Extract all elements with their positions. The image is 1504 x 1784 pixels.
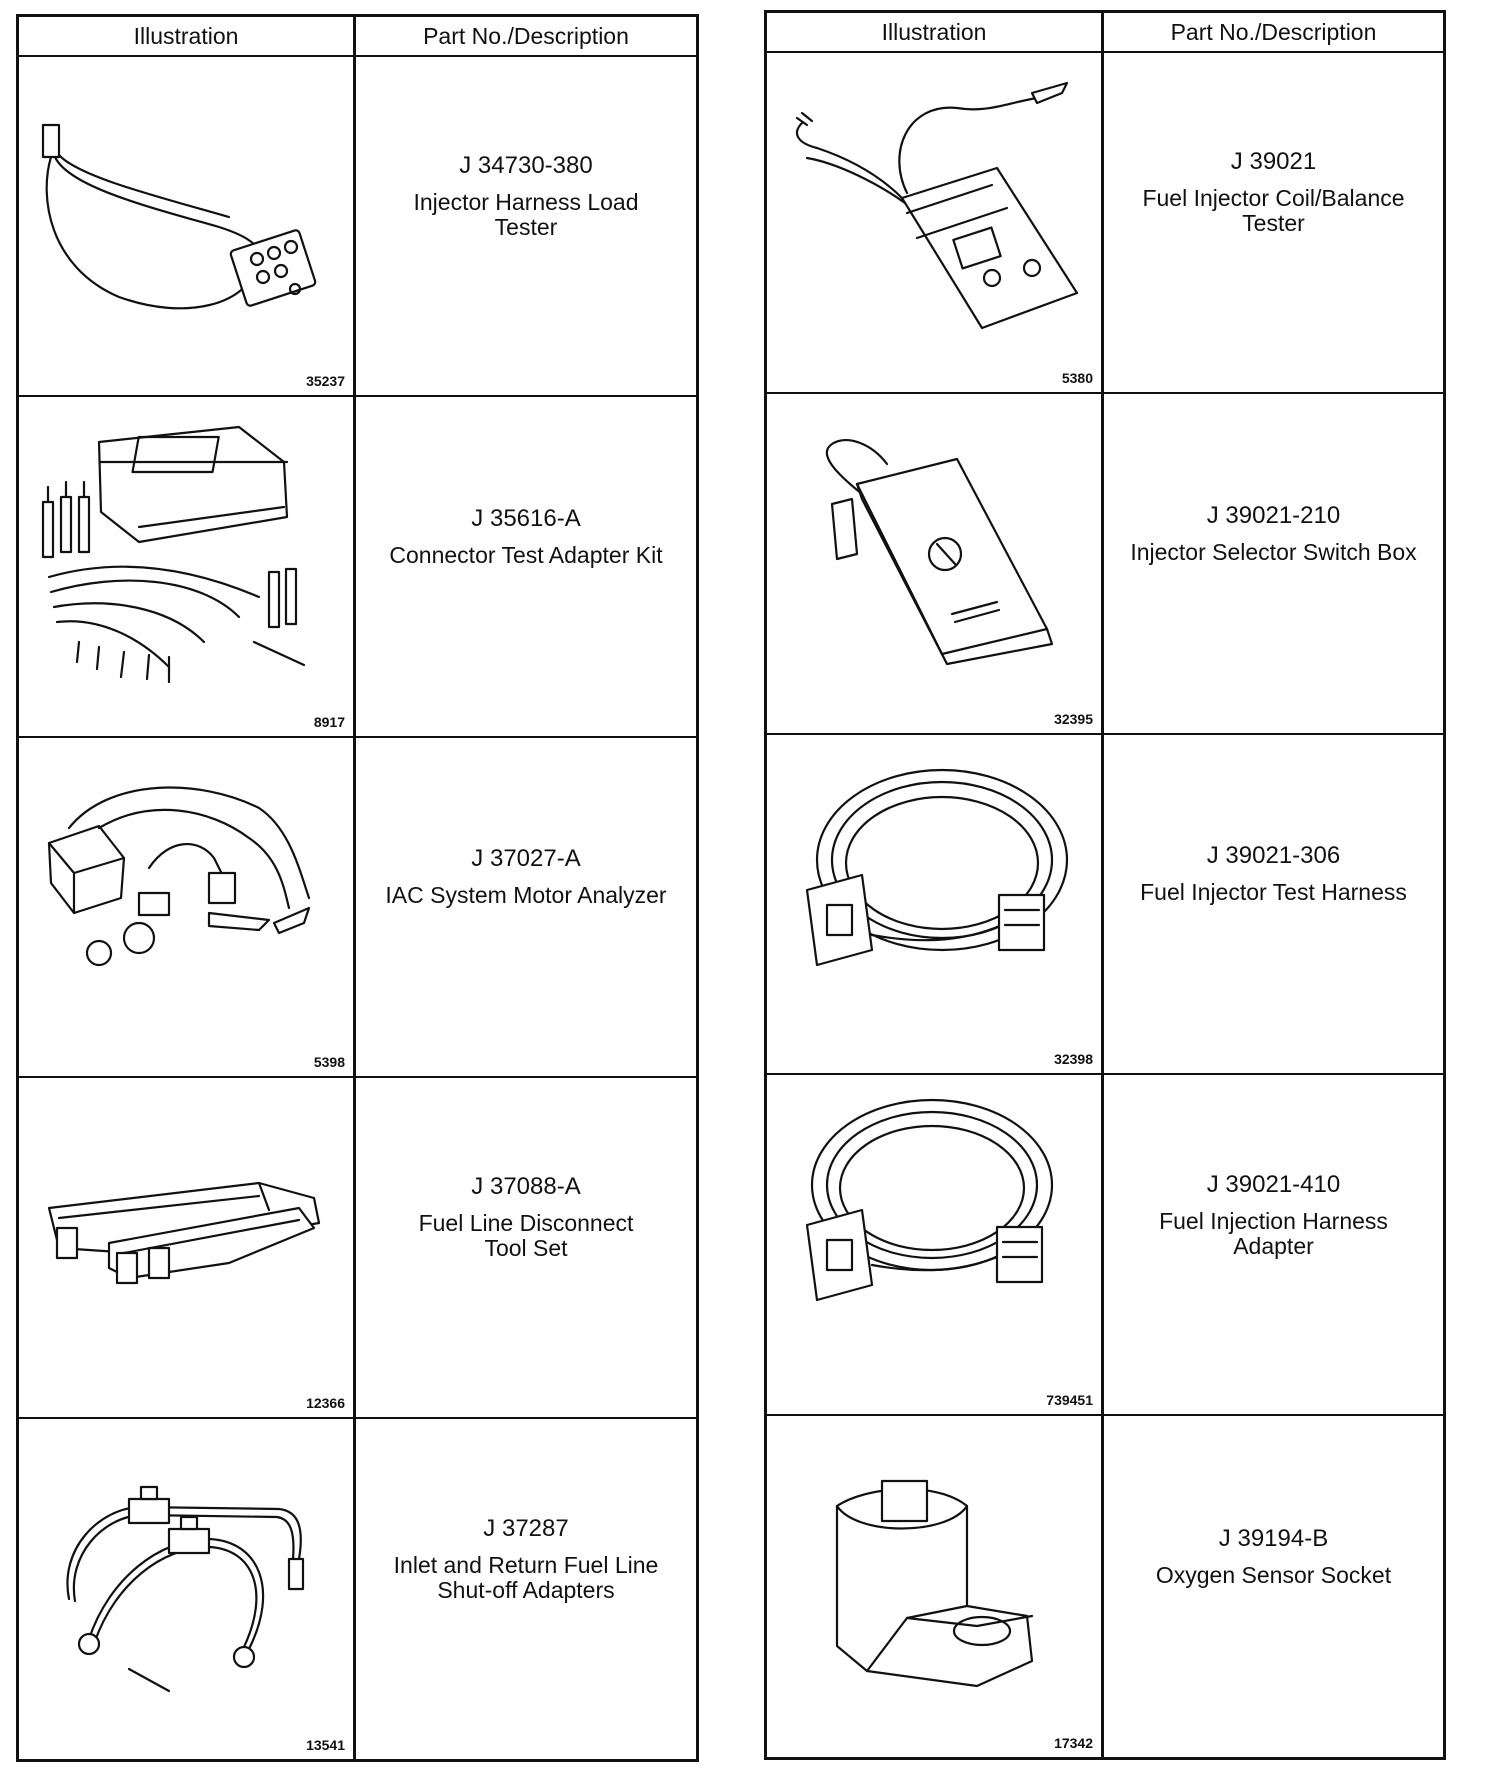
description-cell: J 37027-A IAC System Motor Analyzer: [356, 738, 696, 1079]
part-number: J 35616-A: [471, 505, 581, 533]
part-number: J 34730-380: [459, 152, 593, 180]
adapter-kit-icon: [41, 426, 306, 684]
illustration-cell: 17342: [767, 1416, 1104, 1757]
load-tester-icon: [41, 123, 317, 310]
part-description: Fuel Injector Test Harness: [1140, 879, 1407, 906]
description-cell: J 39021-210 Injector Selector Switch Box: [1104, 394, 1443, 735]
figure-number: 13541: [306, 1736, 345, 1753]
illustration-cell: 32398: [767, 734, 1104, 1076]
part-number: J 39194-B: [1218, 1525, 1329, 1553]
part-description: Fuel Injector Coil/Balance Tester: [1142, 185, 1405, 237]
figure-number: 32398: [1054, 1051, 1093, 1068]
description-cell: J 37088-A Fuel Line Disconnect Tool Set: [356, 1078, 696, 1419]
part-number: J 39021-410: [1206, 1170, 1341, 1198]
part-number: J 39021-210: [1206, 501, 1341, 529]
header-illustration: Illustration: [767, 13, 1104, 53]
part-description: Injector Selector Switch Box: [1130, 538, 1417, 565]
sensor-socket-icon: [835, 1480, 1034, 1688]
header-part-description: Part No./Description: [356, 17, 696, 57]
description-cell: J 37287 Inlet and Return Fuel Line Shut-…: [356, 1419, 696, 1759]
header-part-description: Part No./Description: [1104, 13, 1443, 53]
part-number: J 37287: [483, 1514, 569, 1542]
description-cell: J 39021-410 Fuel Injection Harness Adapt…: [1104, 1075, 1443, 1417]
part-description: IAC System Motor Analyzer: [385, 882, 667, 909]
illustration-cell: 32395: [767, 393, 1104, 735]
figure-number: 8917: [313, 713, 345, 730]
disconnect-tool-icon: [47, 1182, 321, 1285]
illustration-cell: 5398: [19, 737, 356, 1079]
part-description: Injector Harness Load Tester: [413, 189, 639, 241]
illustration-cell: 5380: [767, 53, 1104, 394]
illustration-cell: 35237: [19, 57, 356, 398]
tool-table-left: Illustration Part No./Description 35237 …: [16, 14, 699, 1762]
part-number: J 37027-A: [471, 845, 581, 873]
part-description: Oxygen Sensor Socket: [1155, 1562, 1392, 1589]
figure-number: 12366: [306, 1394, 345, 1411]
illustration-cell: 13541: [19, 1418, 356, 1759]
figure-number: 17342: [1054, 1734, 1093, 1751]
part-description: Fuel Line Disconnect Tool Set: [418, 1210, 634, 1262]
description-cell: J 39194-B Oxygen Sensor Socket: [1104, 1416, 1443, 1757]
figure-number: 5398: [313, 1054, 345, 1071]
motor-analyzer-icon: [47, 786, 311, 966]
balance-tester-icon: [795, 81, 1079, 330]
figure-number: 32395: [1054, 710, 1093, 727]
test-harness-icon: [805, 768, 1069, 966]
description-cell: J 39021 Fuel Injector Coil/Balance Teste…: [1104, 53, 1443, 394]
part-number: J 39021: [1230, 148, 1317, 176]
header-illustration: Illustration: [19, 17, 356, 57]
description-cell: J 34730-380 Injector Harness Load Tester: [356, 57, 696, 398]
harness-adapter-icon: [805, 1099, 1054, 1302]
illustration-cell: 8917: [19, 397, 356, 738]
illustration-cell: 12366: [19, 1078, 356, 1419]
part-number: J 39021-306: [1206, 842, 1341, 870]
tool-table-right: Illustration Part No./Description 5380 J…: [764, 10, 1446, 1760]
figure-number: 35237: [306, 373, 345, 390]
illustration-cell: 739451: [767, 1075, 1104, 1417]
figure-number: 5380: [1061, 369, 1093, 386]
part-number: J 37088-A: [471, 1173, 581, 1201]
part-description: Inlet and Return Fuel Line Shut-off Adap…: [393, 1551, 659, 1603]
part-description: Connector Test Adapter Kit: [389, 542, 663, 569]
shutoff-adapter-icon: [66, 1485, 305, 1692]
part-description: Fuel Injection Harness Adapter: [1159, 1207, 1388, 1259]
description-cell: J 39021-306 Fuel Injector Test Harness: [1104, 735, 1443, 1076]
switch-box-icon: [825, 438, 1054, 665]
figure-number: 739451: [1046, 1392, 1093, 1409]
description-cell: J 35616-A Connector Test Adapter Kit: [356, 397, 696, 738]
